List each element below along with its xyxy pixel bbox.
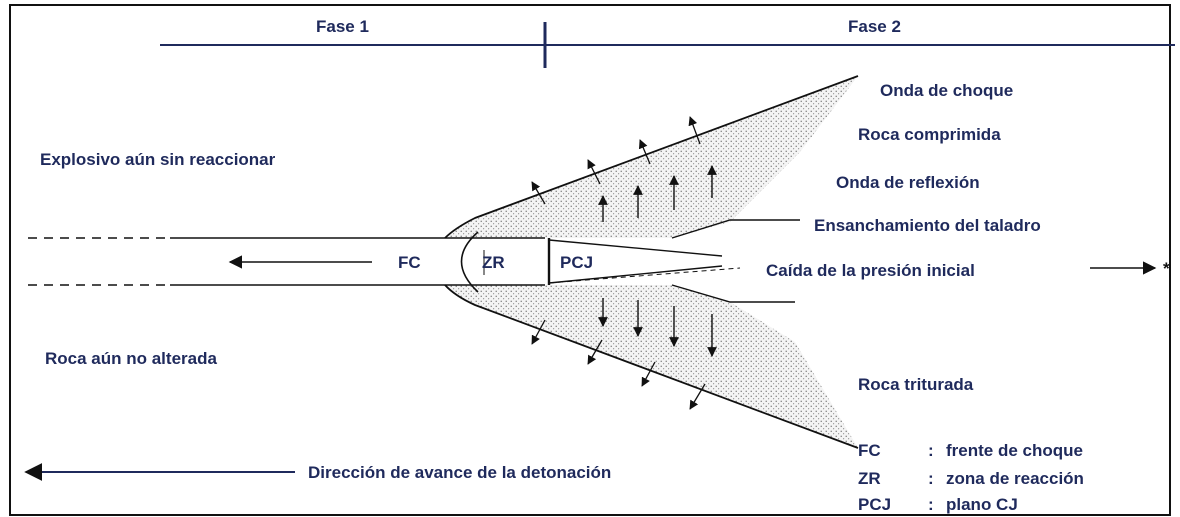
frame-border bbox=[9, 4, 1171, 516]
legend-abbr-pcj: PCJ bbox=[858, 495, 891, 514]
label-compressed-rock: Roca comprimida bbox=[858, 125, 1001, 144]
widening-lower bbox=[671, 284, 795, 303]
legend-sep-pcj: : bbox=[928, 495, 934, 514]
label-explosive: Explosivo aún sin reaccionar bbox=[40, 150, 276, 169]
phase-2-label: Fase 2 bbox=[848, 17, 901, 36]
asterisk: * bbox=[1163, 259, 1170, 278]
legend-abbr-fc: FC bbox=[858, 441, 881, 460]
upper-shock-front bbox=[444, 75, 859, 239]
gas-cone-top bbox=[548, 239, 723, 257]
shock-arrows-upper bbox=[531, 116, 701, 205]
shock-arrows-lower bbox=[531, 319, 706, 410]
label-shock-wave: Onda de choque bbox=[880, 81, 1013, 100]
phase-1-label: Fase 1 bbox=[316, 17, 369, 36]
label-unaltered-rock: Roca aún no alterada bbox=[45, 349, 217, 368]
reflection-arrows-lower bbox=[598, 298, 717, 357]
label-detonation-direction: Dirección de avance de la detonación bbox=[308, 463, 611, 482]
legend-sep-zr: : bbox=[928, 469, 934, 488]
legend-desc-zr: zona de reacción bbox=[946, 469, 1084, 488]
lower-shock-front bbox=[444, 284, 859, 449]
shock-front-curve bbox=[460, 231, 479, 293]
gas-cone-center-dashed bbox=[548, 267, 741, 284]
label-fc: FC bbox=[398, 253, 421, 272]
label-reflection-wave: Onda de reflexión bbox=[836, 173, 980, 192]
legend: FC : frente de choque ZR : zona de reacc… bbox=[858, 441, 1084, 514]
label-crushed-rock: Roca triturada bbox=[858, 375, 974, 394]
reflection-arrows-upper bbox=[598, 165, 717, 222]
legend-abbr-zr: ZR bbox=[858, 469, 881, 488]
label-zr: ZR bbox=[482, 253, 505, 272]
label-widening: Ensanchamiento del taladro bbox=[814, 216, 1041, 235]
upper-shock-zone bbox=[445, 76, 858, 238]
gas-cone-bottom bbox=[548, 265, 723, 284]
legend-sep-fc: : bbox=[928, 441, 934, 460]
lower-shock-zone bbox=[445, 285, 858, 448]
label-pcj: PCJ bbox=[560, 253, 593, 272]
legend-desc-pcj: plano CJ bbox=[946, 495, 1018, 514]
legend-desc-fc: frente de choque bbox=[946, 441, 1083, 460]
widening-upper bbox=[671, 219, 800, 239]
label-pressure-drop: Caída de la presión inicial bbox=[766, 261, 975, 280]
